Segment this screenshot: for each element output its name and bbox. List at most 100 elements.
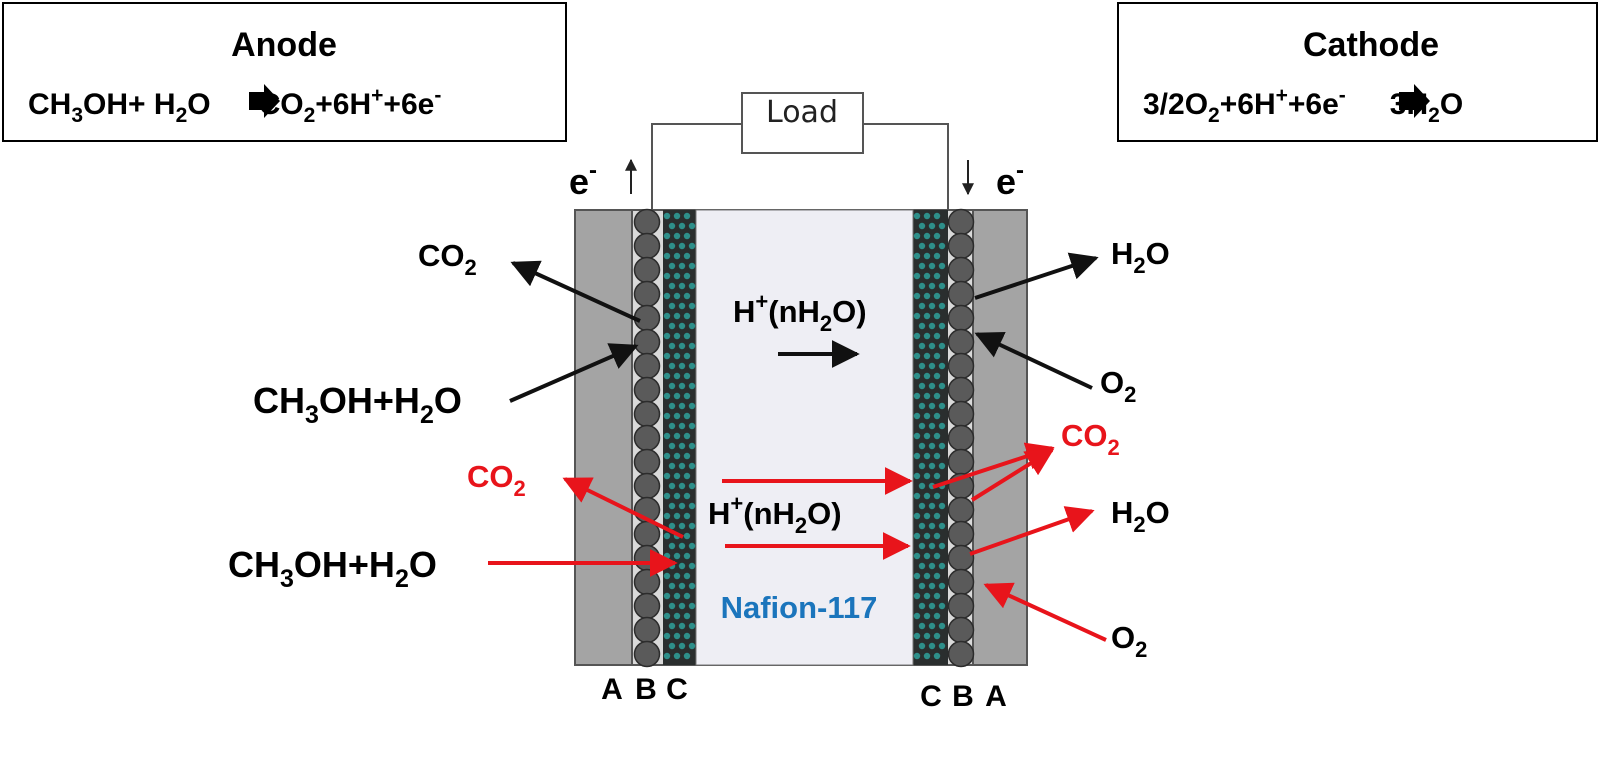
catalyst-dot (668, 342, 676, 350)
catalyst-dot (663, 532, 671, 540)
catalyst-dots-left (663, 212, 696, 660)
catalyst-dot (938, 382, 946, 390)
catalyst-dot (923, 372, 931, 380)
catalyst-dot (673, 252, 681, 260)
catalyst-dot (933, 272, 941, 280)
catalyst-dot (933, 612, 941, 620)
catalyst-dot (913, 252, 921, 260)
catalyst-dot (673, 512, 681, 520)
catalyst-dot (918, 302, 926, 310)
load-label: Load (766, 95, 838, 130)
catalyst-particle (947, 352, 975, 380)
catalyst-dot (683, 392, 691, 400)
catalyst-dot (933, 492, 941, 500)
catalyst-dot (673, 452, 681, 460)
catalyst-dot (668, 402, 676, 410)
catalyst-dot (938, 222, 946, 230)
catalyst-dot (663, 652, 671, 660)
catalyst-dot (688, 242, 696, 250)
catalyst-dot (673, 592, 681, 600)
catalyst-dot (928, 442, 936, 450)
catalyst-dot (928, 422, 936, 430)
nafion-membrane (695, 209, 914, 666)
catalyst-dot (668, 422, 676, 430)
catalyst-dot (923, 512, 931, 520)
catalyst-dot (933, 372, 941, 380)
catalyst-particle (633, 328, 661, 356)
catalyst-dot (923, 352, 931, 360)
catalyst-dot (918, 602, 926, 610)
catalyst-dot (923, 592, 931, 600)
catalyst-dot (683, 232, 691, 240)
catalyst-dot (928, 222, 936, 230)
catalyst-particle (633, 280, 661, 308)
catalyst-particle (947, 280, 975, 308)
catalyst-dot (673, 352, 681, 360)
catalyst-dot (923, 392, 931, 400)
cathode-box: Cathode 3/2O2+6H++6e-3H2O (1117, 2, 1598, 142)
catalyst-dot (683, 532, 691, 540)
catalyst-dot (683, 492, 691, 500)
catalyst-dot (683, 332, 691, 340)
catalyst-dot (688, 302, 696, 310)
catalyst-dot (923, 292, 931, 300)
external-circuit: Load e- e- (569, 92, 1024, 210)
catalyst-dot (918, 642, 926, 650)
catalyst-dot (678, 602, 686, 610)
catalyst-dot (918, 342, 926, 350)
catalyst-dot (918, 502, 926, 510)
catalyst-dot (913, 432, 921, 440)
co2-label-red-left: CO2 (467, 459, 526, 501)
cathode-reaction-arrow-icon (1399, 84, 1430, 118)
catalyst-dot (663, 332, 671, 340)
catalyst-dot (668, 462, 676, 470)
catalyst-dot (913, 472, 921, 480)
catalyst-dot (668, 282, 676, 290)
red-arrows (488, 442, 1107, 642)
catalyst-dot (928, 602, 936, 610)
catalyst-dot (938, 442, 946, 450)
catalyst-dot (678, 262, 686, 270)
catalyst-dot (913, 632, 921, 640)
catalyst-dot (923, 432, 931, 440)
layer-label-right-c: C (920, 680, 942, 713)
anode-reaction-arrow-icon (249, 84, 280, 118)
catalyst-dot (938, 242, 946, 250)
proton-label-bottom: H+(nH2O) (708, 491, 842, 538)
catalyst-dot (668, 382, 676, 390)
fuel-in-arrow-top (509, 343, 639, 403)
catalyst-dot (663, 212, 671, 220)
catalyst-dot (683, 472, 691, 480)
catalyst-dot (678, 502, 686, 510)
catalyst-dot (668, 482, 676, 490)
catalyst-dot (678, 442, 686, 450)
h2o-out-arrow-red (969, 506, 1095, 556)
catalyst-dot (938, 562, 946, 570)
catalyst-particle (633, 616, 661, 644)
co2-out-arrow-red-left (562, 477, 684, 539)
catalyst-particle (633, 472, 661, 500)
fuel-label-top: CH3OH+H2O (253, 380, 462, 429)
catalyst-dot (913, 372, 921, 380)
catalyst-dot (913, 452, 921, 460)
catalyst-dot (663, 432, 671, 440)
electron-label-left: e- (569, 157, 597, 202)
catalyst-particle (947, 376, 975, 404)
catalyst-dot (933, 532, 941, 540)
o2-in-arrow-top (974, 332, 1093, 390)
catalyst-particle (633, 352, 661, 380)
catalyst-dot (668, 642, 676, 650)
catalyst-dot (938, 322, 946, 330)
catalyst-dot (678, 362, 686, 370)
catalyst-dot (928, 462, 936, 470)
catalyst-dot (938, 402, 946, 410)
catalyst-particle (947, 304, 975, 332)
catalyst-dot (683, 272, 691, 280)
catalyst-dot (688, 642, 696, 650)
catalyst-dot (923, 312, 931, 320)
catalyst-dot (933, 432, 941, 440)
catalyst-dot (663, 552, 671, 560)
catalyst-dot (918, 422, 926, 430)
catalyst-dot (938, 522, 946, 530)
catalyst-dot (678, 562, 686, 570)
